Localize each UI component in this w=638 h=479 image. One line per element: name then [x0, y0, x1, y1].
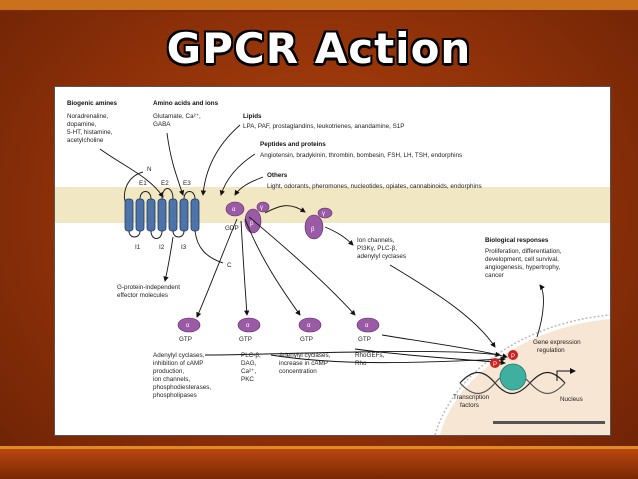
g-alpha-subunit: [225, 201, 245, 217]
loop-label-e1: E1: [139, 180, 147, 187]
ligand-heading-peptides: Peptides and proteins: [260, 141, 326, 148]
g-alpha-gtp-1: [177, 317, 201, 333]
effect-line: RhoGEFs,: [355, 352, 385, 359]
gene-expression-line: Gene expression: [533, 339, 581, 346]
ligand-lipids-text: LPA, PAF, prostaglandins, leukotrienes, …: [243, 123, 404, 130]
ligand-line: Noradrenaline,: [67, 113, 109, 120]
alpha-label: α: [186, 323, 190, 329]
alpha-label: α: [232, 207, 236, 213]
alpha-label: α: [246, 323, 250, 329]
signal-arrows: [163, 205, 545, 366]
nuclear-envelope: [434, 314, 610, 435]
figure-rule: [493, 421, 605, 424]
transcription-factor: [499, 363, 527, 391]
gtp-label-1: GTP: [179, 336, 192, 343]
alpha-effects-2: PLC-β, DAG, Ca²⁺, PKC: [241, 352, 261, 383]
nucleus-label: Nucleus: [560, 396, 583, 403]
free-gamma-label: γ: [322, 211, 325, 217]
ligand-heading-biogenic-amines: Biogenic amines: [67, 100, 118, 107]
g-alpha-gtp-2: [237, 317, 261, 333]
effect-line: Ca²⁺,: [241, 368, 256, 375]
effect-line: Adenylyl cyclases,: [279, 352, 331, 359]
loop-label-i1: I1: [135, 244, 141, 251]
figure-frame: Biogenic amines Noradrenaline, dopamine,…: [54, 86, 611, 436]
gtp-label-2: GTP: [239, 336, 252, 343]
alpha-effects-4: RhoGEFs, Rho: [355, 352, 385, 367]
ligand-heading-lipids: Lipids: [243, 113, 262, 120]
transcription-factors-line: Transcription: [453, 394, 490, 401]
effect-line: phosphodiesterases,: [153, 384, 211, 391]
ligand-line: dopamine,: [67, 121, 97, 128]
phospho-label: P: [511, 354, 515, 360]
transmembrane-helices: [124, 198, 200, 232]
alpha-effects-1: Adenylyl cyclases, inhibition of cAMP pr…: [153, 352, 211, 399]
ligand-line: 5-HT, histamine,: [67, 129, 113, 136]
ligand-line: acetylcholine: [67, 137, 104, 144]
phospho-label: P: [493, 362, 497, 368]
g-alpha-gtp-3: [298, 317, 322, 333]
receptor-loops: [128, 188, 224, 264]
slide-title: GPCR Action: [166, 24, 472, 73]
response-line: angiogenesis, hypertrophy,: [485, 264, 560, 271]
ligand-peptides-text: Angiotensin, bradykinin, thrombin, bombe…: [260, 152, 462, 159]
ligand-arrows: [99, 124, 264, 198]
gdp-label: GDP: [225, 225, 239, 232]
g-gamma-subunit: [256, 201, 270, 213]
alpha-effects-3: Adenylyl cyclases, increase in cAMP conc…: [279, 352, 331, 375]
effect-line: increase in cAMP: [279, 360, 328, 367]
top-decorative-bar: [0, 0, 638, 12]
effect-line: production,: [153, 368, 184, 375]
effect-line: concentration: [279, 368, 317, 375]
beta-label: β: [250, 221, 254, 227]
gtp-label-3: GTP: [300, 336, 313, 343]
effect-line: PLC-β,: [241, 352, 261, 359]
effect-line: DAG,: [241, 360, 257, 367]
effect-line: Adenylyl cyclases,: [153, 352, 205, 359]
ligand-others-text: Light, odorants, pheromones, nucleotides…: [267, 183, 482, 190]
response-line: cancer: [485, 272, 504, 279]
n-terminus-label: N: [147, 166, 152, 173]
loop-label-e2: E2: [161, 180, 169, 187]
ligand-heading-others: Others: [267, 172, 288, 179]
effect-line: inhibition of cAMP: [153, 360, 203, 367]
effect-line: phospholipases: [153, 392, 197, 399]
g-alpha-gtp-4: [356, 317, 380, 333]
gtp-label-4: GTP: [358, 336, 371, 343]
loop-label-i2: I2: [159, 244, 165, 251]
loop-label-i3: I3: [181, 244, 187, 251]
gene-expression-line: regulation: [537, 347, 565, 354]
g-independent-line: effector molecules: [117, 292, 168, 299]
alpha-label: α: [365, 323, 369, 329]
beta-gamma-effector-line: Ion channels,: [357, 237, 395, 244]
response-line: Proliferation, differentiation,: [485, 248, 562, 255]
transcription-arrow: [556, 368, 576, 381]
bottom-decorative-bar: [0, 446, 638, 479]
ligand-line: Glutamate, Ca²⁺,: [153, 113, 201, 120]
free-beta-subunit: [304, 214, 324, 240]
effect-line: Rho: [355, 360, 367, 367]
gpcr-diagram: Biogenic amines Noradrenaline, dopamine,…: [55, 100, 610, 435]
beta-gamma-effector-line: adenylyl cyclases: [357, 253, 406, 260]
free-gamma-subunit: [317, 207, 333, 219]
biological-responses-heading: Biological responses: [485, 237, 549, 244]
c-terminus-label: C: [227, 262, 232, 269]
g-beta-subunit: [244, 208, 262, 234]
phospho-group-2: [508, 350, 518, 360]
alpha-label: α: [307, 323, 311, 329]
effect-line: ion channels,: [153, 376, 190, 383]
gamma-label: γ: [260, 205, 263, 211]
beta-gamma-effector-line: PI3Kγ, PLC-β,: [357, 245, 397, 252]
ligand-line: GABA: [153, 121, 171, 128]
transcription-factors-line: factors: [460, 402, 479, 409]
response-line: development, cell survival,: [485, 256, 559, 263]
ligand-heading-amino-acids: Amino acids and ions: [153, 100, 219, 107]
loop-label-e3: E3: [183, 180, 191, 187]
effect-line: PKC: [241, 376, 254, 383]
phospho-group-1: [490, 358, 500, 368]
free-beta-label: β: [311, 227, 315, 233]
g-independent-line: G-protein-independent: [117, 284, 180, 291]
